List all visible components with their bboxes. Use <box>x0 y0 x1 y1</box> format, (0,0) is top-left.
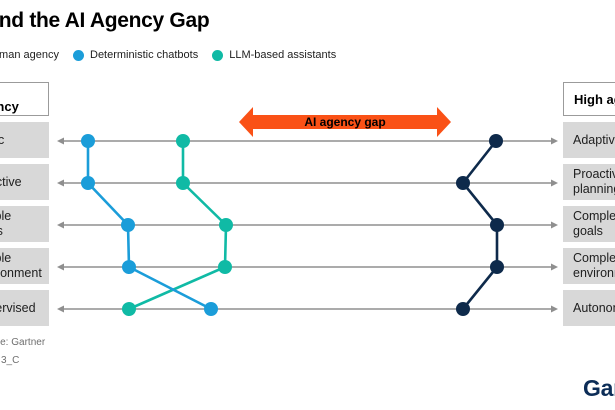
arrow-left-head-icon <box>239 107 253 137</box>
series-point-llm-based-assistants-row3 <box>218 260 232 274</box>
axis-arrowhead-left-icon <box>57 179 64 187</box>
series-point-llm-based-assistants-row1 <box>176 176 190 190</box>
row-label-right-complex-environment: Complex environment <box>563 248 615 284</box>
row-label-right-proactive-planning: Proactive planning <box>563 164 615 200</box>
axis-arrowhead-left-icon <box>57 137 64 145</box>
series-point-llm-based-assistants-row0 <box>176 134 190 148</box>
series-point-human-agency-row2 <box>490 218 504 232</box>
legend-label: Deterministic chatbots <box>90 49 199 61</box>
axis-arrowhead-right-icon <box>551 179 558 187</box>
axis-arrowhead-left-icon <box>57 305 64 313</box>
series-point-human-agency-row0 <box>489 134 503 148</box>
row-label-left-reactive: Reactive <box>0 164 49 200</box>
series-point-deterministic-chatbots-row2 <box>121 218 135 232</box>
series-point-human-agency-row4 <box>456 302 470 316</box>
axis-header-low-agency: Low agency <box>0 82 49 116</box>
series-point-deterministic-chatbots-row1 <box>81 176 95 190</box>
series-point-human-agency-row3 <box>490 260 504 274</box>
gartner-logo: Gartner <box>583 375 615 401</box>
chart-legend: Human agency Deterministic chatbots LLM-… <box>0 49 336 61</box>
axis-arrowhead-right-icon <box>551 137 558 145</box>
source-credit: Source: Gartner <box>0 337 46 348</box>
row-label-left-simple-goals: Simple goals <box>0 206 49 242</box>
legend-item-human-agency: Human agency <box>0 49 59 61</box>
axis-arrowhead-left-icon <box>57 263 64 271</box>
row-label-left-static: Static <box>0 122 49 158</box>
series-point-deterministic-chatbots-row3 <box>122 260 136 274</box>
page-title: Mind the AI Agency Gap <box>0 9 210 32</box>
axis-header-high-agency: High agency <box>563 82 615 116</box>
series-point-deterministic-chatbots-row4 <box>204 302 218 316</box>
row-label-right-autonomous: Autonomous <box>563 290 615 326</box>
axis-arrowhead-left-icon <box>57 221 64 229</box>
axis-arrowhead-right-icon <box>551 263 558 271</box>
legend-item-llm-assistants: LLM-based assistants <box>212 49 336 61</box>
row-label-right-complex-goals: Complex goals <box>563 206 615 242</box>
row-label-left-supervised: Supervised <box>0 290 49 326</box>
llm-assistants-dot-icon <box>212 49 224 61</box>
series-point-deterministic-chatbots-row0 <box>81 134 95 148</box>
ai-agency-gap-label: AI agency gap <box>304 115 386 129</box>
deterministic-chatbots-dot-icon <box>73 49 84 61</box>
legend-label: LLM-based assistants <box>229 49 337 61</box>
ai-agency-gap-arrow: AI agency gap <box>239 107 451 137</box>
row-label-left-simple-environment: Simple environment <box>0 248 49 284</box>
series-point-human-agency-row1 <box>456 176 470 190</box>
legend-label: Human agency <box>0 49 59 61</box>
axis-arrowhead-right-icon <box>551 221 558 229</box>
arrow-right-head-icon <box>437 107 451 137</box>
source-id: 3_C <box>1 355 20 366</box>
series-point-llm-based-assistants-row4 <box>122 302 136 316</box>
axis-arrowhead-right-icon <box>551 305 558 313</box>
row-label-right-adaptive: Adaptive <box>563 122 615 158</box>
legend-item-deterministic-chatbots: Deterministic chatbots <box>73 49 198 61</box>
series-point-llm-based-assistants-row2 <box>219 218 233 232</box>
arrow-body <box>251 115 439 129</box>
